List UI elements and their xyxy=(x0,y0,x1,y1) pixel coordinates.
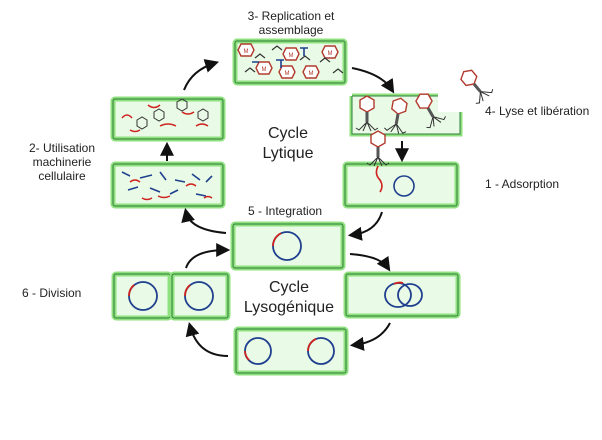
label-step3-line1: 3- Replication et xyxy=(247,9,335,23)
label-step5: 5 - Integration xyxy=(248,204,323,218)
arrow-daughters-to-division xyxy=(185,321,229,357)
title-lytic-line1: Cycle xyxy=(267,125,308,142)
title-lysogenic-line2: Lysogénique xyxy=(243,299,335,316)
label-step1: 1 - Adsorption xyxy=(485,177,560,191)
title-lysogenic: Cycle Lysogénique xyxy=(236,278,342,318)
title-lytic: Cycle Lytique xyxy=(248,124,328,164)
viral-particles xyxy=(237,43,344,79)
label-step2-line2: machinerie xyxy=(32,155,92,169)
cell-daughters xyxy=(233,326,349,376)
arrows xyxy=(160,59,409,357)
arrow-5-to-prophage xyxy=(349,253,391,272)
label-step4: 4- Lyse et libération xyxy=(485,104,590,118)
cell-synthesis-parts xyxy=(110,96,226,142)
label-step2: 2- Utilisation machinerie cellulaire xyxy=(22,141,102,183)
title-lysogenic-line1: Cycle xyxy=(268,279,309,296)
label-step3: 3- Replication et assemblage xyxy=(236,9,346,37)
cell-replication xyxy=(232,38,348,86)
label-step2-line1: 2- Utilisation xyxy=(28,141,96,155)
cell-lysis xyxy=(349,63,496,137)
title-lytic-line2: Lytique xyxy=(262,145,314,162)
arrow-1-to-5 xyxy=(347,211,383,241)
arrow-3-to-4 xyxy=(351,67,395,94)
cell-machinery xyxy=(110,161,226,209)
label-step6: 6 - Division xyxy=(22,286,82,300)
cell-division xyxy=(111,271,231,321)
label-step2-line3: cellulaire xyxy=(38,169,86,183)
cell-adsorption xyxy=(342,130,460,209)
arrow-division-to-5 xyxy=(185,243,231,269)
cell-integration xyxy=(230,221,346,271)
label-step3-line2: assemblage xyxy=(258,23,324,37)
cell-prophage xyxy=(343,271,461,319)
arrow-2a-to-3 xyxy=(183,59,220,91)
arrow-prophage-to-daughters xyxy=(349,322,391,351)
arrow-5-to-2b xyxy=(181,207,227,234)
